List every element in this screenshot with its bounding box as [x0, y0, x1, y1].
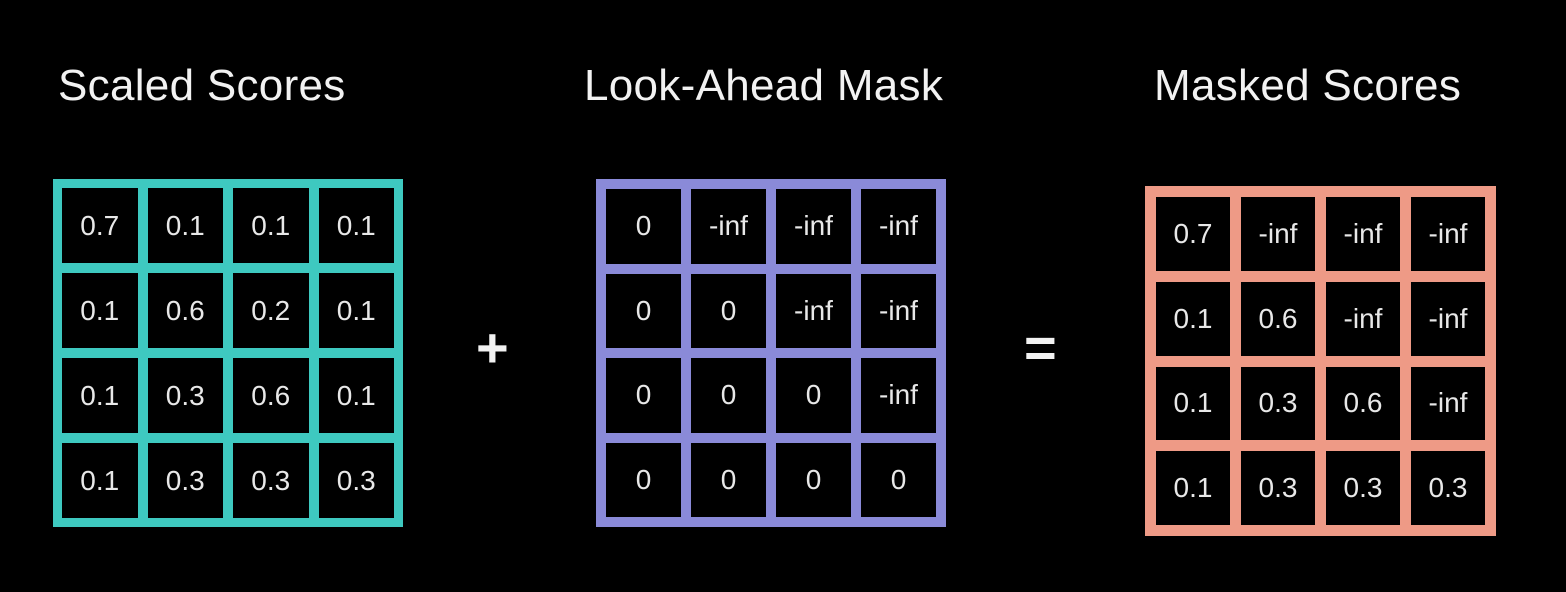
plus-operator: + — [476, 316, 509, 379]
masked-scores-cell-r3c4: -inf — [1411, 366, 1485, 441]
masked-scores-cell-r4c3: 0.3 — [1326, 451, 1400, 525]
scaled-scores-cell-r1c1: 0.7 — [62, 188, 138, 263]
look-ahead-mask-cell-r4c1: 0 — [606, 442, 681, 517]
scaled-scores-cell-r2c1: 0.1 — [62, 273, 138, 348]
masked-scores-cell-r4c1: 0.1 — [1156, 451, 1230, 525]
masked-scores-cell-r1c4: -inf — [1411, 197, 1485, 271]
scaled-scores-cell-r3c2: 0.3 — [147, 358, 223, 433]
look-ahead-mask-cell-r2c2: 0 — [691, 273, 766, 348]
look-ahead-mask-cell-r1c4: -inf — [861, 189, 936, 264]
scaled-scores-cell-r3c4: 0.1 — [318, 358, 394, 433]
masked-scores-cell-r2c1: 0.1 — [1156, 281, 1230, 356]
look-ahead-mask-cell-r3c1: 0 — [606, 358, 681, 433]
look-ahead-mask-cell-r2c3: -inf — [776, 273, 851, 348]
masked-scores-cell-r3c1: 0.1 — [1156, 366, 1230, 441]
equals-operator: = — [1024, 316, 1057, 379]
look-ahead-mask-cell-r4c3: 0 — [776, 442, 851, 517]
scaled-scores-cell-r4c4: 0.3 — [318, 443, 394, 518]
scaled-scores-cell-r3c3: 0.6 — [233, 358, 309, 433]
look-ahead-mask-cell-r1c1: 0 — [606, 189, 681, 264]
look-ahead-mask-cell-r1c2: -inf — [691, 189, 766, 264]
scaled-scores-title: Scaled Scores — [58, 61, 346, 110]
scaled-scores-cell-r4c3: 0.3 — [233, 443, 309, 518]
look-ahead-mask-cell-r2c1: 0 — [606, 273, 681, 348]
masked-scores-cell-r1c1: 0.7 — [1156, 197, 1230, 271]
masked-scores-cell-r2c3: -inf — [1326, 281, 1400, 356]
look-ahead-mask-cell-r3c3: 0 — [776, 358, 851, 433]
scaled-scores-cell-r2c3: 0.2 — [233, 273, 309, 348]
look-ahead-mask-cell-r4c2: 0 — [691, 442, 766, 517]
look-ahead-mask-cell-r4c4: 0 — [861, 442, 936, 517]
scaled-scores-cell-r1c2: 0.1 — [147, 188, 223, 263]
scaled-scores-cell-r2c4: 0.1 — [318, 273, 394, 348]
look-ahead-mask-cell-r3c2: 0 — [691, 358, 766, 433]
masked-scores-cell-r3c2: 0.3 — [1241, 366, 1315, 441]
scaled-scores-cell-r1c4: 0.1 — [318, 188, 394, 263]
masked-scores-cell-r4c2: 0.3 — [1241, 451, 1315, 525]
masked-scores-cell-r3c3: 0.6 — [1326, 366, 1400, 441]
scaled-scores-cell-r2c2: 0.6 — [147, 273, 223, 348]
scaled-scores-cell-r4c1: 0.1 — [62, 443, 138, 518]
look-ahead-mask-cell-r3c4: -inf — [861, 358, 936, 433]
scaled-scores-cell-r4c2: 0.3 — [147, 443, 223, 518]
scaled-scores-cell-r1c3: 0.1 — [233, 188, 309, 263]
scaled-scores-cell-r3c1: 0.1 — [62, 358, 138, 433]
look-ahead-mask-cell-r1c3: -inf — [776, 189, 851, 264]
look-ahead-mask-cell-r2c4: -inf — [861, 273, 936, 348]
masked-scores-cell-r2c2: 0.6 — [1241, 281, 1315, 356]
look-ahead-mask-title: Look-Ahead Mask — [584, 61, 944, 110]
masked-scores-cell-r1c3: -inf — [1326, 197, 1400, 271]
masked-scores-title: Masked Scores — [1154, 61, 1462, 110]
masked-scores-cell-r2c4: -inf — [1411, 281, 1485, 356]
masked-scores-cell-r1c2: -inf — [1241, 197, 1315, 271]
masked-scores-cell-r4c4: 0.3 — [1411, 451, 1485, 525]
